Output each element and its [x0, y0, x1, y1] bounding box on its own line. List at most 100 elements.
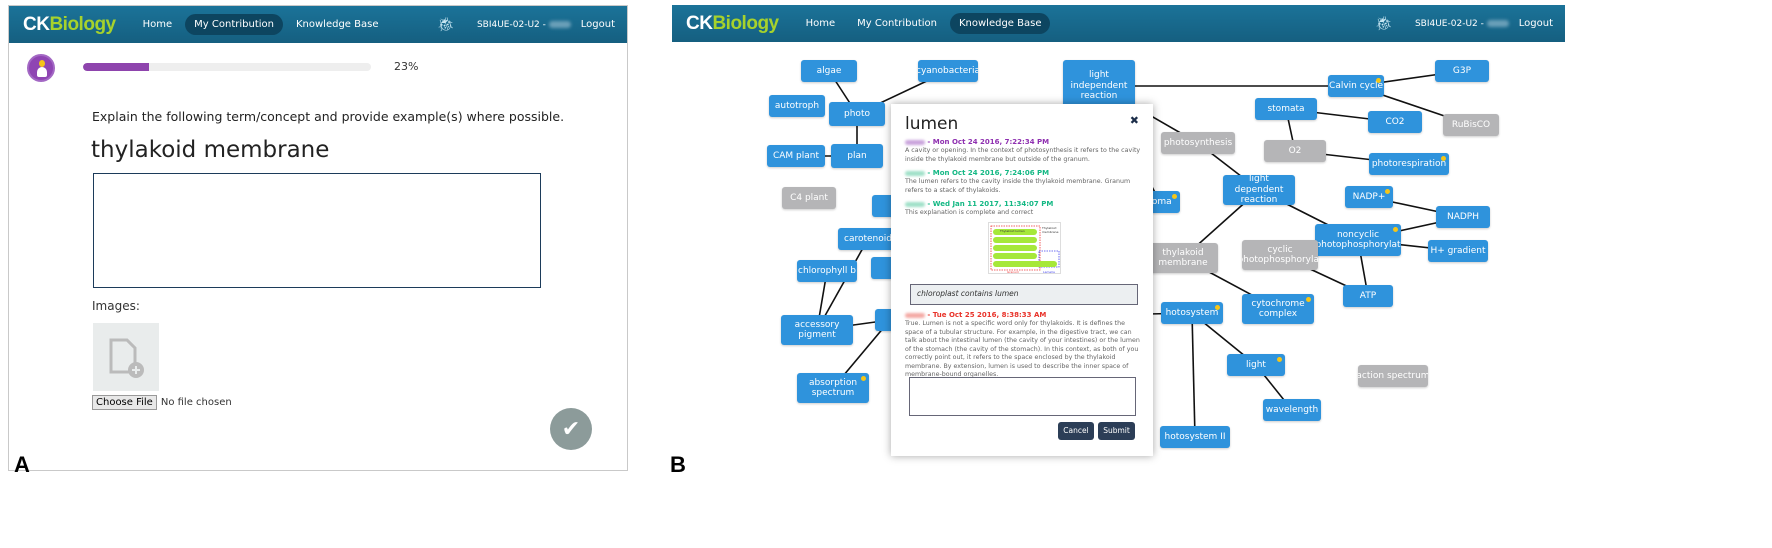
- progress-fill: [83, 63, 150, 71]
- concept-node-noncyc[interactable]: noncyclic photophosphorylat: [1315, 224, 1401, 256]
- logo[interactable]: CKBiology: [686, 12, 779, 34]
- panel-a-contribution: CKBiology Home My Contribution Knowledge…: [8, 5, 628, 471]
- thylakoid-diagram-image: Thylakoid lumen Thylakoid membrane Granu…: [988, 222, 1061, 274]
- new-activity-dot-icon: [1441, 156, 1446, 161]
- new-activity-dot-icon: [1277, 357, 1282, 362]
- edge-carot-access: [816, 238, 869, 331]
- nav-knowledge-base[interactable]: Knowledge Base: [295, 19, 379, 30]
- image-placeholder[interactable]: [93, 323, 159, 391]
- concept-node-cyto[interactable]: cytochrome complex: [1242, 294, 1314, 324]
- node-label: cytochrome complex: [1251, 298, 1305, 319]
- node-label: autotroph: [774, 100, 820, 111]
- node-label: photosynthesis: [1163, 137, 1233, 148]
- node-label: NADPH: [1446, 211, 1479, 222]
- new-activity-dot-icon: [1376, 78, 1381, 83]
- answer-textarea[interactable]: [93, 173, 541, 288]
- nav-home[interactable]: Home: [805, 18, 836, 29]
- node-label: G3P: [1452, 65, 1472, 76]
- concept-node-stomata[interactable]: stomata: [1255, 98, 1317, 120]
- navbar: CKBiology Home My Contribution Knowledge…: [672, 5, 1565, 42]
- concept-node-o2[interactable]: O2: [1264, 140, 1326, 162]
- concept-node-rubisco[interactable]: RuBisCO: [1443, 114, 1499, 136]
- concept-node-algae[interactable]: algae: [801, 60, 857, 82]
- node-label: cyanobacteria: [918, 65, 978, 76]
- node-label: roma: [1148, 196, 1172, 207]
- concept-node-photo[interactable]: photo: [829, 102, 885, 126]
- nav-knowledge-base[interactable]: Knowledge Base: [949, 13, 1051, 34]
- logout-link[interactable]: Logout: [580, 19, 615, 30]
- concept-node-calvin[interactable]: Calvin cycle: [1328, 75, 1384, 97]
- concept-node-nadph[interactable]: NADPH: [1436, 206, 1490, 228]
- bug-icon[interactable]: 🐞︎: [1375, 15, 1393, 32]
- submit-button[interactable]: Submit: [1098, 422, 1135, 440]
- nav-my-contribution[interactable]: My Contribution: [185, 14, 283, 35]
- concept-node-cyclic[interactable]: cyclic photophosphorylat: [1242, 240, 1318, 270]
- concept-node-chlb[interactable]: chlorophyll b: [797, 260, 857, 282]
- choose-file-button[interactable]: Choose File: [92, 395, 157, 410]
- concept-node-plant[interactable]: plan: [831, 144, 883, 168]
- concept-node-absorp[interactable]: absorption spectrum: [797, 373, 869, 403]
- logo[interactable]: CKBiology: [23, 13, 116, 35]
- user-label: SBI4UE-02-U2 -: [1415, 19, 1509, 29]
- node-label: hotosystem II: [1164, 431, 1226, 442]
- concept-node-photoresp[interactable]: photorespiration: [1369, 153, 1449, 175]
- concept-node-g3p[interactable]: G3P: [1435, 60, 1489, 82]
- reply-textarea[interactable]: [909, 377, 1136, 416]
- node-label: CO2: [1385, 116, 1405, 127]
- new-activity-dot-icon: [1172, 194, 1177, 199]
- concept-node-access[interactable]: accessory pigment: [781, 315, 853, 345]
- concept-node-cam[interactable]: CAM plant: [767, 145, 825, 167]
- panel-letter-a: A: [14, 452, 30, 477]
- close-icon[interactable]: ✖: [1129, 114, 1139, 127]
- node-label: stomata: [1267, 103, 1305, 114]
- node-label: accessory pigment: [794, 319, 840, 340]
- node-label: CAM plant: [772, 150, 820, 161]
- concept-node-autotroph[interactable]: autotroph: [769, 95, 825, 117]
- concept-node-ps2[interactable]: hotosystem II: [1160, 426, 1230, 448]
- concept-node-thyl[interactable]: thylakoid membrane: [1148, 243, 1218, 273]
- node-label: NADP+: [1352, 191, 1386, 202]
- new-activity-dot-icon: [1215, 305, 1220, 310]
- new-activity-dot-icon: [1385, 189, 1390, 194]
- concept-node-light[interactable]: light: [1227, 354, 1285, 376]
- submit-check-button[interactable]: ✔: [550, 408, 592, 450]
- concept-node-hplus[interactable]: H+ gradient: [1428, 240, 1488, 262]
- bug-icon[interactable]: 🐞︎: [437, 16, 455, 33]
- node-label: O2: [1288, 145, 1302, 156]
- node-label: action spectrum: [1358, 370, 1428, 381]
- node-label: C4 plant: [790, 192, 828, 203]
- blurred-username: [905, 201, 925, 207]
- concept-node-ps[interactable]: hotosystem: [1161, 302, 1223, 324]
- concept-node-lir[interactable]: light independent reaction: [1063, 60, 1135, 112]
- nav-my-contribution[interactable]: My Contribution: [857, 18, 937, 29]
- node-label: carotenoid: [844, 233, 892, 244]
- blurred-username: [905, 170, 925, 176]
- progress-percent: 23%: [394, 60, 419, 73]
- concept-node-co2[interactable]: CO2: [1368, 111, 1422, 133]
- logout-link[interactable]: Logout: [1518, 18, 1553, 29]
- concept-node-nadpp[interactable]: NADP+: [1345, 186, 1393, 208]
- concept-node-cyano[interactable]: cyanobacteria: [918, 60, 978, 82]
- concept-node-action[interactable]: action spectrum: [1358, 365, 1428, 387]
- node-label: photorespiration: [1371, 158, 1447, 169]
- concept-node-c4[interactable]: C4 plant: [782, 187, 836, 209]
- concept-node-photosynthesis[interactable]: photosynthesis: [1161, 132, 1235, 154]
- nav-home[interactable]: Home: [142, 19, 173, 30]
- panel-letter-b: B: [670, 452, 686, 477]
- cancel-button[interactable]: Cancel: [1058, 422, 1094, 440]
- add-file-icon: [109, 338, 144, 378]
- user-label: SBI4UE-02-U2 -: [477, 20, 571, 30]
- concept-node-atp[interactable]: ATP: [1343, 285, 1393, 307]
- concept-node-ldr[interactable]: light dependent reaction: [1223, 175, 1295, 205]
- new-activity-dot-icon: [1306, 297, 1311, 302]
- concept-node-wave[interactable]: wavelength: [1263, 399, 1321, 421]
- concept-node-carot[interactable]: carotenoid: [838, 228, 898, 250]
- navbar: CKBiology Home My Contribution Knowledge…: [9, 6, 627, 43]
- node-label: absorption spectrum: [808, 377, 858, 398]
